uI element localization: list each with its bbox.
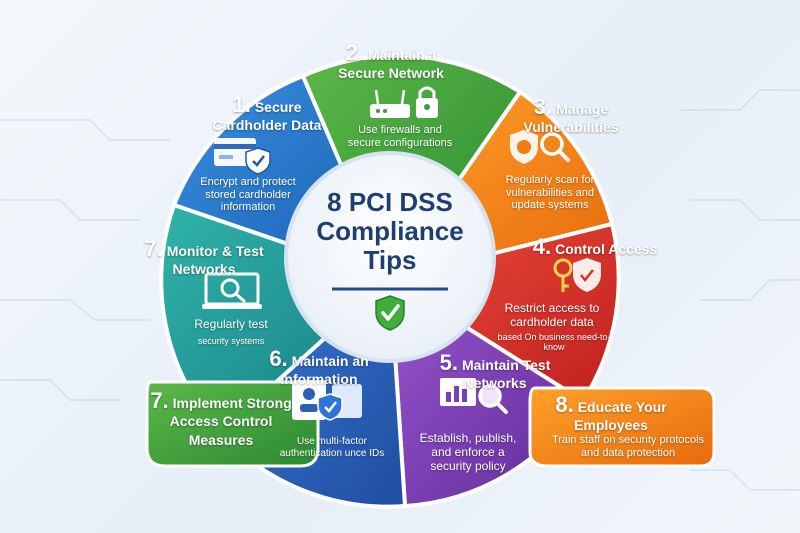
tag-implement-desc: Use multi-factor authentication unce IDs xyxy=(279,436,385,459)
segment-7-desc: Regularly test xyxy=(194,317,268,331)
segment-4-heading: 4.Control Access xyxy=(528,234,662,259)
segment-2-heading: 2.Maintain a Secure Network xyxy=(326,40,456,84)
key-shield-icon xyxy=(553,258,601,292)
title-line-2: Compliance xyxy=(316,216,464,247)
tag-educate-employees xyxy=(528,386,716,468)
segment-5-heading: 5.Maintain Test Networks xyxy=(420,350,570,394)
segment-4-desc-small: based On business need-to-know xyxy=(497,332,611,353)
page-title: 8 PCI DSS Compliance Tips xyxy=(310,187,470,276)
tag-implement-number: 7. xyxy=(150,388,169,413)
segment-1-number: 1. xyxy=(232,92,251,117)
title-line-1: 8 PCI DSS xyxy=(327,187,453,217)
segment-5-title: Maintain Test Networks xyxy=(461,357,551,392)
tag-implement-title: Implement Strong Access Control Measures xyxy=(169,395,292,448)
tag-educate-number: 8. xyxy=(555,392,574,417)
laptop-magnifier-icon xyxy=(202,272,262,309)
segment-4-title: Control Access xyxy=(555,241,658,257)
id-badge-shield-icon xyxy=(292,380,362,421)
segment-3-title: Manage Vulnerabilities xyxy=(523,101,619,136)
segment-2-number: 2. xyxy=(345,40,364,65)
title-line-3: Tips xyxy=(363,245,417,276)
center-disc xyxy=(284,151,496,363)
segment-4-number: 4. xyxy=(532,234,552,259)
segment-6-heading: 6.Maintain an Information xyxy=(254,346,384,390)
chart-magnifier-icon xyxy=(440,378,508,414)
segment-3-heading: 3.Manage Vulnerabilities xyxy=(512,94,630,138)
circuit-background xyxy=(0,89,800,491)
segment-5-desc: Establish, publish, and enforce a securi… xyxy=(419,431,517,473)
segment-6-title: Maintain an Information xyxy=(280,353,369,388)
gear-magnifier-icon xyxy=(510,130,570,164)
segment-7-number: 7. xyxy=(144,236,163,261)
segment-3-number: 3. xyxy=(533,94,553,119)
segment-7-desc-small: security systems xyxy=(197,336,265,346)
segment-6-number: 6. xyxy=(269,346,288,371)
checkmark-shield-icon xyxy=(375,295,405,331)
tag-implement-heading: 7.Implement Strong Access Control Measur… xyxy=(146,388,296,450)
tag-educate-heading: 8.Educate Your Employees xyxy=(536,392,686,436)
segment-2-title: Maintain a Secure Network xyxy=(338,47,444,82)
segment-5-number: 5. xyxy=(439,350,458,375)
segment-4-desc: Restrict access to cardholder data xyxy=(504,301,600,329)
credit-card-shield-icon xyxy=(214,138,271,175)
router-lock-icon xyxy=(370,86,438,118)
segment-7-title: Monitor & Test Networks xyxy=(166,243,264,278)
segment-1-title: Secure Cardholder Data xyxy=(212,99,322,134)
segment-2-desc: Use firewalls and secure configurations xyxy=(347,124,453,149)
tag-educate-desc: Train staff on security protocols and da… xyxy=(551,434,705,459)
segment-7-heading: 7.Monitor & Test Networks xyxy=(138,236,270,280)
segment-1-heading: 1.Secure Cardholder Data xyxy=(212,92,322,136)
segment-1-desc: Encrypt and protect stored cardholder in… xyxy=(200,176,296,214)
tag-educate-title: Educate Your Employees xyxy=(574,399,667,434)
segment-3-desc: Regularly scan for vulnerabilities and u… xyxy=(505,174,595,212)
